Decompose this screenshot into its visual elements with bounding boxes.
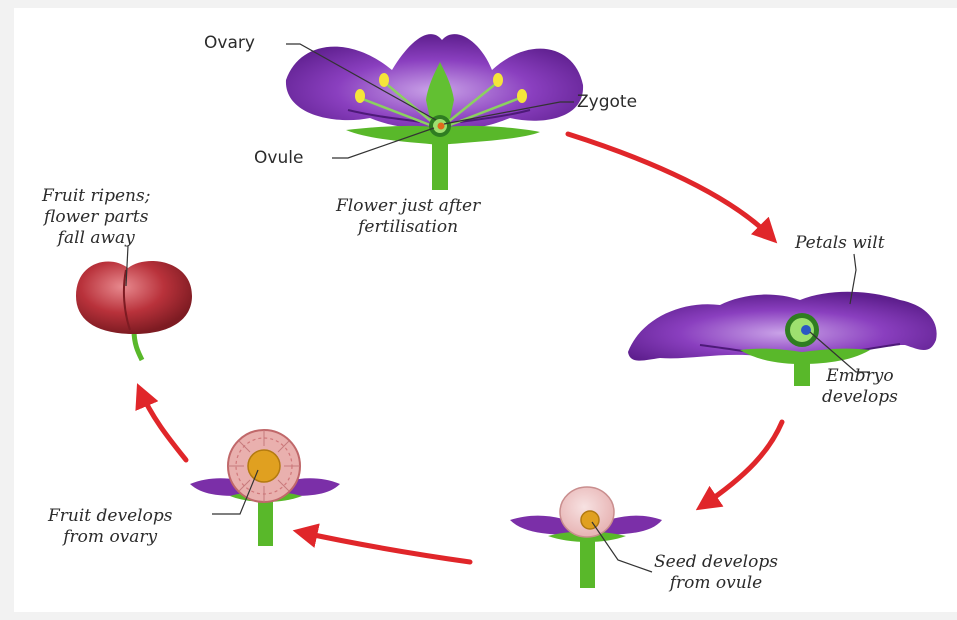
ovary-label: Ovary (204, 33, 255, 54)
fruit-develops-label: Fruit develops from ovary (48, 506, 172, 548)
seed-develops-label: Seed develops from ovule (654, 552, 778, 594)
embryo-dot (801, 325, 811, 335)
arrow-to-seed (702, 422, 782, 506)
ripe-fruit (76, 261, 192, 360)
seed-dot (581, 511, 599, 529)
fruit-ripens-label: Fruit ripens; flower parts fall away (42, 186, 150, 249)
zygote-dot (438, 123, 445, 130)
flower-after-fertilisation (286, 34, 583, 190)
fruit-body (76, 261, 192, 334)
flower-after-fertilisation-label: Flower just after fertilisation (336, 196, 480, 238)
stem (432, 140, 448, 190)
arrow-to-ripe-fruit (140, 390, 186, 460)
zygote-label: Zygote (577, 92, 637, 113)
arrow-to-fruit-develops (300, 532, 470, 562)
fruit-developing-flower (190, 430, 340, 546)
seed-developing-flower (510, 487, 662, 588)
petals-wilt-label: Petals wilt (795, 233, 885, 254)
embryo-develops-label: Embryo develops (822, 366, 898, 408)
seed-dot (248, 450, 280, 482)
ovule-label: Ovule (254, 148, 303, 169)
arrow-to-petals-wilt (568, 134, 772, 238)
